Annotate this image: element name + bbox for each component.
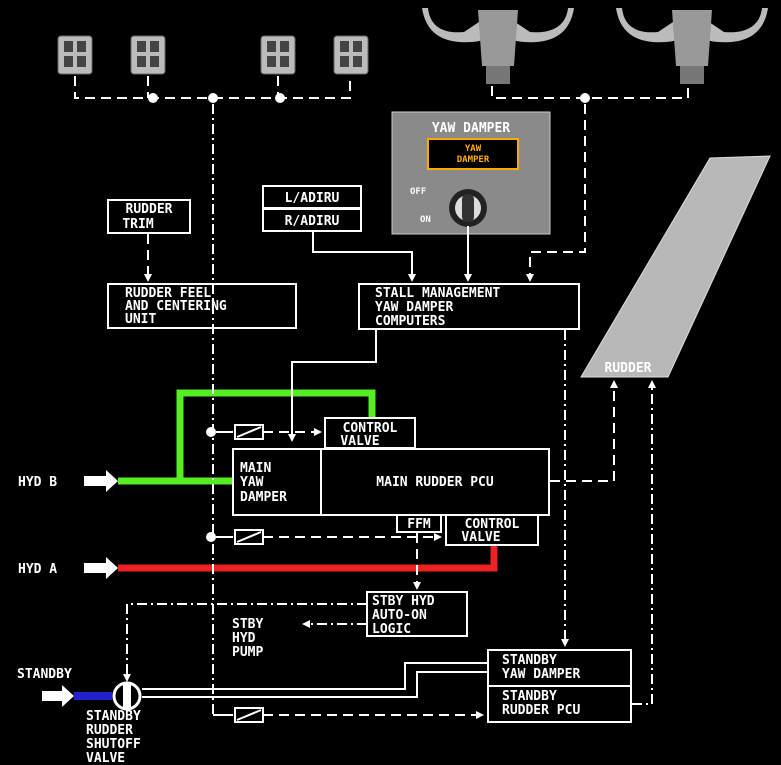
main-yaw-damper-line3: DAMPER	[240, 490, 287, 505]
standby-rudder-pcu-box: STANDBY RUDDER PCU	[487, 685, 632, 723]
hyd-b-line	[118, 389, 376, 485]
standby-yaw-damper-line2: YAW DAMPER	[502, 667, 580, 682]
feel-unit-line2: AND CENTERING	[125, 299, 227, 314]
main-pcu-assembly: MAIN YAW DAMPER MAIN RUDDER PCU	[232, 448, 550, 516]
rudder-pedal-icon	[130, 35, 166, 75]
stby-hyd-logic-line3: LOGIC	[372, 622, 411, 637]
connection-lines	[123, 104, 656, 723]
feel-unit-line3: UNIT	[125, 312, 156, 327]
standby-hyd-line	[74, 692, 112, 700]
junction-dot	[148, 93, 158, 103]
rudder-trim-box: RUDDER TRIM	[107, 199, 191, 234]
standby-rudder-pcu-line1: STANDBY	[502, 689, 557, 704]
l-adiru-box: L/ADIRU	[262, 185, 362, 209]
control-valve-lower-box: CONTROL VALVE	[445, 514, 539, 546]
main-rudder-pcu-label: MAIN RUDDER PCU	[376, 475, 494, 490]
shutoff-valve-line2: RUDDER	[86, 723, 133, 738]
junction-dot	[275, 93, 285, 103]
main-yaw-damper-line1: MAIN	[240, 461, 271, 476]
rudder-surface: RUDDER	[580, 155, 771, 378]
ffm-label: FFM	[407, 517, 431, 532]
standby-arrow	[42, 685, 74, 707]
standby-yaw-damper-line1: STANDBY	[502, 653, 557, 668]
standby-label: STANDBY	[17, 667, 72, 682]
control-valve-upper-line2: VALVE	[340, 434, 379, 449]
rudder-pedal-icon	[260, 35, 296, 75]
control-valve-upper-line1: CONTROL	[343, 421, 398, 436]
feel-centering-unit-box: RUDDER FEEL AND CENTERING UNIT	[107, 283, 297, 329]
hyd-b-arrow	[84, 470, 118, 492]
control-valve-lower-line2: VALVE	[461, 530, 500, 545]
r-adiru-box: R/ADIRU	[262, 208, 362, 232]
smyd-line2: YAW DAMPER	[375, 300, 453, 315]
shutoff-valve-icon	[112, 681, 142, 711]
off-label: OFF	[410, 187, 426, 197]
rudder-trim-line1: RUDDER	[126, 202, 173, 217]
hyd-a-line	[118, 546, 498, 572]
stby-hyd-logic-line1: STBY HYD	[372, 594, 435, 609]
pedal-link-line	[74, 76, 351, 99]
yaw-damper-switch[interactable]	[449, 189, 487, 227]
stby-hyd-pump-line1: STBY	[232, 617, 263, 632]
rudder-pedals	[57, 35, 369, 75]
standby-rudder-pcu-line2: RUDDER PCU	[502, 703, 580, 718]
hyd-a-arrow	[84, 557, 118, 579]
wheel-link-line	[491, 86, 689, 99]
junction-dot	[208, 93, 218, 103]
yaw-damper-light	[427, 138, 519, 170]
control-valve-lower-line1: CONTROL	[465, 517, 520, 532]
stby-hyd-pump-line2: HYD	[232, 631, 256, 646]
junction-dot	[580, 93, 590, 103]
shutoff-valve-line4: VALVE	[86, 751, 125, 765]
l-adiru-label: L/ADIRU	[285, 191, 340, 206]
rudder-pedal-icon	[333, 35, 369, 75]
stby-hyd-logic-line2: AUTO-ON	[372, 608, 427, 623]
rudder-trim-line2: TRIM	[122, 217, 153, 232]
hyd-b-label: HYD B	[18, 475, 57, 490]
standby-yaw-damper-box: STANDBY YAW DAMPER	[487, 649, 632, 687]
r-adiru-label: R/ADIRU	[285, 214, 340, 229]
hyd-a-label: HYD A	[18, 562, 57, 577]
smyd-line3: COMPUTERS	[375, 314, 446, 329]
shutoff-valve-line1: STANDBY	[86, 709, 141, 724]
on-label: ON	[420, 215, 431, 225]
rudder-label: RUDDER	[605, 361, 652, 376]
control-valve-upper-box: CONTROL VALVE	[324, 417, 416, 449]
stby-hyd-pump-line3: PUMP	[232, 645, 263, 660]
main-yaw-damper-line2: YAW	[240, 475, 264, 490]
smyd-line1: STALL MANAGEMENT	[375, 286, 500, 301]
feel-unit-line1: RUDDER FEEL	[125, 286, 211, 301]
smyd-box: STALL MANAGEMENT YAW DAMPER COMPUTERS	[358, 283, 580, 330]
panel-title: YAW DAMPER	[432, 121, 510, 136]
shutoff-valve-line3: SHUTOFF	[86, 737, 141, 752]
rudder-pedal-icon	[57, 35, 93, 75]
light-text-line1: YAW	[465, 144, 482, 154]
light-text-line2: DAMPER	[457, 155, 490, 165]
yaw-damper-panel: YAW DAMPER YAW DAMPER OFF ON	[391, 111, 551, 235]
control-wheel-icon	[616, 8, 768, 84]
stby-hyd-logic-box: STBY HYD AUTO-ON LOGIC	[366, 591, 468, 637]
control-wheel-icon	[422, 8, 574, 84]
ffm-box: FFM	[396, 514, 442, 533]
